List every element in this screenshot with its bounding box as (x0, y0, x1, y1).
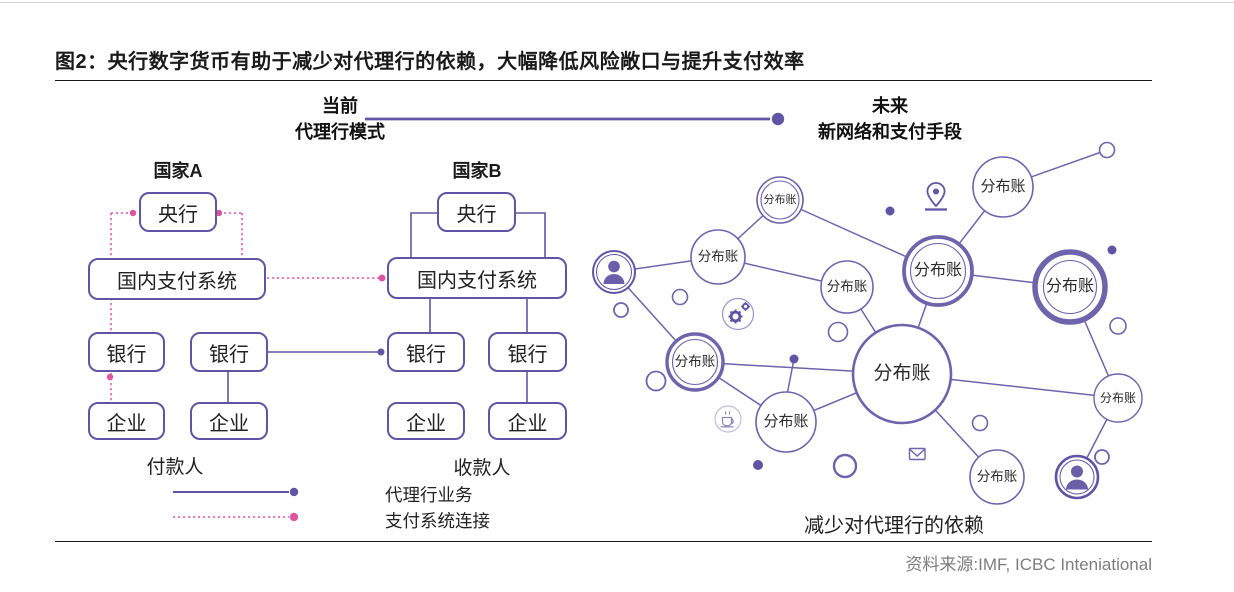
country-a-bank-left-box: 银行 (88, 332, 165, 372)
person-icon (1054, 454, 1100, 500)
ledger-node (1093, 373, 1143, 423)
legend-dotted-label: 支付系统连接 (385, 511, 490, 531)
ledger-node (690, 229, 746, 285)
ledger-node (902, 235, 974, 307)
ledger-node-label: 分布账 (913, 262, 962, 279)
country-b-payment-system-box: 国内支付系统 (387, 257, 567, 299)
payment-system-links (110, 212, 379, 518)
title-underline (55, 80, 1152, 81)
ledger-node-label: 分布账 (763, 194, 797, 206)
ledger-node-label: 分布账 (674, 354, 716, 369)
ledger-nodes (665, 156, 1143, 505)
location-pin-icon (925, 182, 947, 211)
cup-icon (714, 405, 742, 433)
box-label: 银行 (209, 343, 249, 366)
gear-icon (721, 297, 755, 331)
network-edges (613, 149, 1119, 478)
source-note: 资料来源:IMF, ICBC Inteniational (905, 555, 1152, 574)
ledger-node (755, 391, 817, 453)
ledger-node-label: 分布账 (1099, 391, 1136, 405)
person-icon (592, 250, 636, 294)
payee-label: 收款人 (453, 458, 511, 479)
box-label: 企业 (406, 412, 446, 435)
box-label: 银行 (406, 343, 446, 366)
envelope-icon (908, 447, 926, 461)
box-label: 企业 (106, 412, 147, 435)
payer-label: 付款人 (146, 457, 204, 478)
box-label: 国内支付系统 (117, 270, 237, 293)
country-b-central-bank-box: 央行 (437, 192, 516, 232)
country-a-payment-system-box: 国内支付系统 (88, 258, 266, 300)
country-a-enterprise-left-box: 企业 (88, 402, 165, 440)
ledger-node (969, 449, 1025, 505)
box-label: 国内支付系统 (417, 269, 537, 292)
box-label: 银行 (507, 343, 548, 366)
ledger-node (665, 332, 725, 392)
ledger-node-label: 分布账 (826, 279, 868, 294)
ledger-node (820, 260, 874, 314)
box-label: 企业 (209, 412, 249, 435)
ledger-node (851, 323, 953, 425)
header-current-line1: 当前 (322, 96, 358, 116)
ledger-node (756, 176, 804, 224)
ledger-node-label: 分布账 (763, 413, 809, 430)
box-label: 企业 (507, 412, 548, 435)
country-a-bank-right-box: 银行 (190, 332, 268, 372)
timeline-end-dot (771, 112, 785, 126)
header-future: 未来 新网络和支付手段 (800, 93, 980, 145)
ledger-node-label: 分布账 (1045, 278, 1094, 295)
country-a-label: 国家A (153, 161, 203, 181)
header-future-line1: 未来 (872, 96, 908, 116)
country-b-bank-left-box: 银行 (387, 332, 465, 372)
ledger-node-label: 分布账 (976, 469, 1018, 484)
bottom-rule (55, 541, 1152, 542)
ledger-node-label: 分布账 (873, 363, 931, 384)
country-a-enterprise-right-box: 企业 (190, 402, 268, 440)
ledger-node (972, 156, 1034, 218)
header-future-line2: 新网络和支付手段 (818, 122, 962, 142)
network-caption: 减少对代理行的依赖 (804, 515, 984, 537)
country-a-central-bank-box: 央行 (139, 192, 217, 232)
ledger-node-label: 分布账 (980, 178, 1026, 195)
correspondent-link-dots (289, 348, 385, 497)
header-current: 当前 代理行模式 (250, 93, 430, 145)
box-label: 央行 (158, 203, 198, 226)
box-label: 央行 (456, 203, 497, 226)
network-small-circles (613, 141, 1127, 479)
top-rule (0, 2, 1234, 3)
country-b-enterprise-left-box: 企业 (387, 402, 465, 440)
network-filled-dots (753, 206, 1117, 470)
legend-solid-label: 代理行业务 (385, 485, 473, 505)
timeline-line (365, 112, 785, 126)
ledger-node-label: 分布账 (697, 249, 739, 264)
box-label: 银行 (106, 343, 147, 366)
correspondent-links (173, 212, 546, 493)
figure-title: 图2：央行数字货币有助于减少对代理行的依赖，大幅降低风险敞口与提升支付效率 (55, 51, 805, 73)
country-b-bank-right-box: 银行 (488, 332, 567, 372)
country-b-label: 国家B (452, 161, 502, 181)
country-b-enterprise-right-box: 企业 (488, 402, 567, 440)
ledger-node (1032, 249, 1108, 325)
header-current-line2: 代理行模式 (295, 122, 385, 142)
payment-system-link-dots (106, 209, 386, 522)
